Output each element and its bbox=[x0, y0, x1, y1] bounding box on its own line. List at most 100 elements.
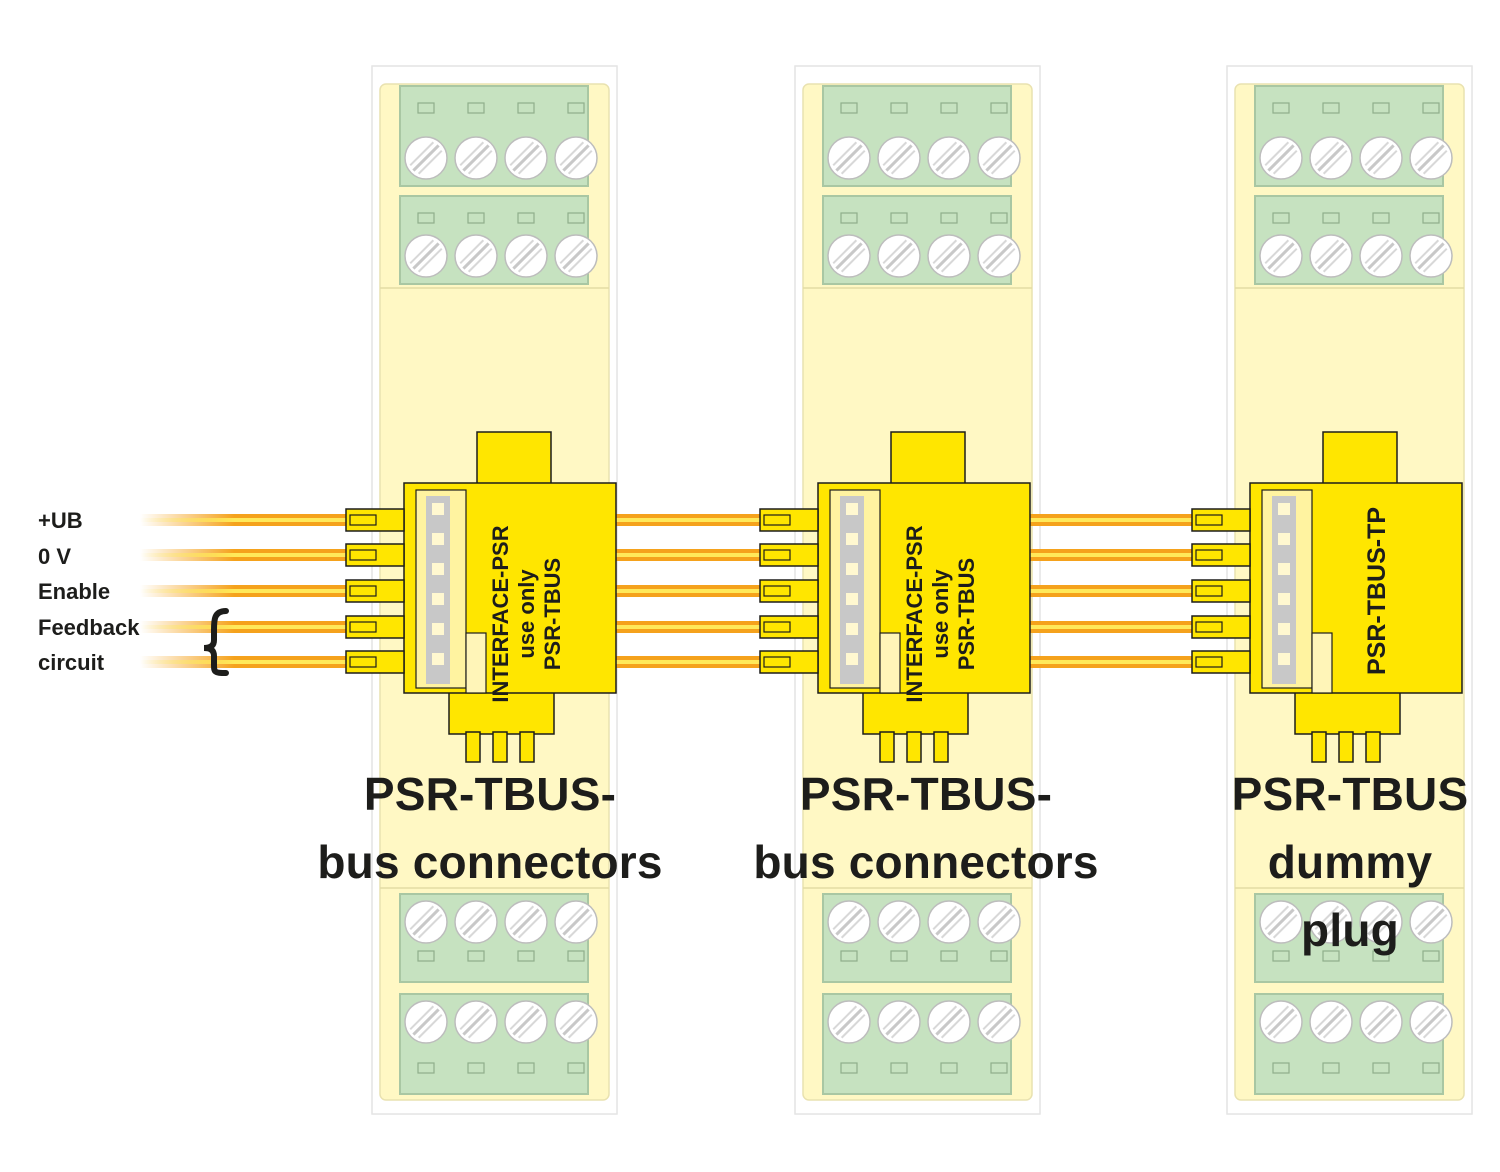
terminal-slot bbox=[990, 212, 1008, 224]
connector-input-socket bbox=[763, 621, 791, 633]
bus-connector-2 bbox=[759, 431, 1031, 763]
connector-bottom-tab bbox=[1294, 691, 1401, 735]
contact-window bbox=[846, 503, 858, 515]
connector-input-pin bbox=[1191, 650, 1251, 674]
contact-window bbox=[1278, 623, 1290, 635]
input-wire-3 bbox=[140, 585, 350, 597]
connector-pin bbox=[1311, 731, 1327, 763]
screw-terminal-icon bbox=[454, 900, 498, 944]
input-wire-1 bbox=[140, 514, 350, 526]
contact-window bbox=[846, 593, 858, 605]
terminal-slot bbox=[840, 1062, 858, 1074]
contact-window bbox=[1278, 563, 1290, 575]
terminal-slot bbox=[567, 212, 585, 224]
wire-label-circuit: circuit bbox=[38, 650, 105, 675]
screw-terminal-icon bbox=[827, 900, 871, 944]
terminal-slot bbox=[990, 1062, 1008, 1074]
connector-pin bbox=[1338, 731, 1354, 763]
terminal-slot bbox=[890, 1062, 908, 1074]
connector-input-socket bbox=[763, 656, 791, 668]
terminal-slot bbox=[840, 212, 858, 224]
screw-terminal-icon bbox=[1359, 136, 1403, 180]
latch bbox=[879, 632, 901, 694]
terminal-slot bbox=[1272, 102, 1290, 114]
terminal-slot bbox=[890, 102, 908, 114]
terminal-slot bbox=[467, 1062, 485, 1074]
terminal-block bbox=[1254, 893, 1453, 983]
screw-terminal-icon bbox=[977, 900, 1021, 944]
contact-window bbox=[432, 623, 444, 635]
terminal-slot bbox=[990, 102, 1008, 114]
terminal-slot bbox=[467, 102, 485, 114]
terminal-slot bbox=[417, 212, 435, 224]
terminal-block bbox=[399, 195, 598, 285]
contact-window bbox=[432, 593, 444, 605]
screw-terminal-icon bbox=[927, 900, 971, 944]
contact-strip-inner bbox=[840, 496, 864, 684]
connector-input-socket bbox=[763, 585, 791, 597]
screw-terminal-icon bbox=[404, 900, 448, 944]
terminal-slot bbox=[1422, 950, 1440, 962]
contact-window bbox=[846, 653, 858, 665]
screw-terminal-icon bbox=[1309, 900, 1353, 944]
contact-window bbox=[846, 623, 858, 635]
connector-1-caption-line-2: bus connectors bbox=[317, 836, 663, 888]
contact-window bbox=[1278, 593, 1290, 605]
screw-terminal-icon bbox=[504, 136, 548, 180]
terminal-slot bbox=[990, 950, 1008, 962]
latch bbox=[1311, 632, 1333, 694]
bus-wire-b-1 bbox=[1030, 514, 1196, 526]
contact-window bbox=[432, 533, 444, 545]
contact-strip-inner bbox=[1272, 496, 1296, 684]
terminal-slot bbox=[1372, 1062, 1390, 1074]
connector-2-caption-line-1: PSR-TBUS- bbox=[799, 768, 1053, 820]
screw-terminal-icon bbox=[827, 136, 871, 180]
connector-input-pin bbox=[759, 615, 819, 639]
connector-top-tab bbox=[890, 431, 966, 485]
connector-2-marking-line-2: use only bbox=[928, 569, 953, 659]
bus-wire-b-3 bbox=[1030, 585, 1196, 597]
wire-label-enable: Enable bbox=[38, 579, 111, 604]
connector-2-marking-line-1: INTERFACE-PSR bbox=[902, 525, 927, 703]
connector-top-tab bbox=[476, 431, 552, 485]
bus-wire-b-4 bbox=[1030, 621, 1196, 633]
screw-terminal-icon bbox=[1259, 1000, 1303, 1044]
connector-input-pin bbox=[345, 543, 405, 567]
screw-terminal-icon bbox=[877, 136, 921, 180]
terminal-block bbox=[1254, 85, 1453, 187]
contact-window bbox=[846, 563, 858, 575]
connector-input-pin bbox=[1191, 615, 1251, 639]
terminal-slot bbox=[417, 102, 435, 114]
connector-input-pin bbox=[1191, 508, 1251, 532]
connector-input-socket bbox=[1195, 656, 1223, 668]
terminal-slot bbox=[1422, 102, 1440, 114]
terminal-slot bbox=[467, 212, 485, 224]
terminal-slot bbox=[940, 950, 958, 962]
connector-3-caption-line-2: dummy bbox=[1267, 836, 1433, 888]
connector-pin bbox=[933, 731, 949, 763]
screw-terminal-icon bbox=[927, 234, 971, 278]
connector-input-pin bbox=[345, 650, 405, 674]
bus-wire-b-5 bbox=[1030, 656, 1196, 668]
terminal-slot bbox=[567, 950, 585, 962]
terminal-slot bbox=[517, 1062, 535, 1074]
terminal-slot bbox=[840, 102, 858, 114]
terminal-slot bbox=[1372, 212, 1390, 224]
terminal-slot bbox=[1422, 1062, 1440, 1074]
connector-input-pin bbox=[1191, 579, 1251, 603]
screw-terminal-icon bbox=[1309, 234, 1353, 278]
screw-terminal-icon bbox=[1359, 234, 1403, 278]
terminal-slot bbox=[1272, 1062, 1290, 1074]
screw-terminal-icon bbox=[1309, 1000, 1353, 1044]
screw-terminal-icon bbox=[827, 234, 871, 278]
connector-pin bbox=[1365, 731, 1381, 763]
connector-input-pin bbox=[759, 650, 819, 674]
terminal-block bbox=[399, 893, 598, 983]
input-wire-5 bbox=[140, 656, 350, 668]
contact-window bbox=[1278, 653, 1290, 665]
screw-terminal-icon bbox=[504, 900, 548, 944]
screw-terminal-icon bbox=[877, 234, 921, 278]
screw-terminal-icon bbox=[1409, 900, 1453, 944]
connector-input-socket bbox=[763, 514, 791, 526]
